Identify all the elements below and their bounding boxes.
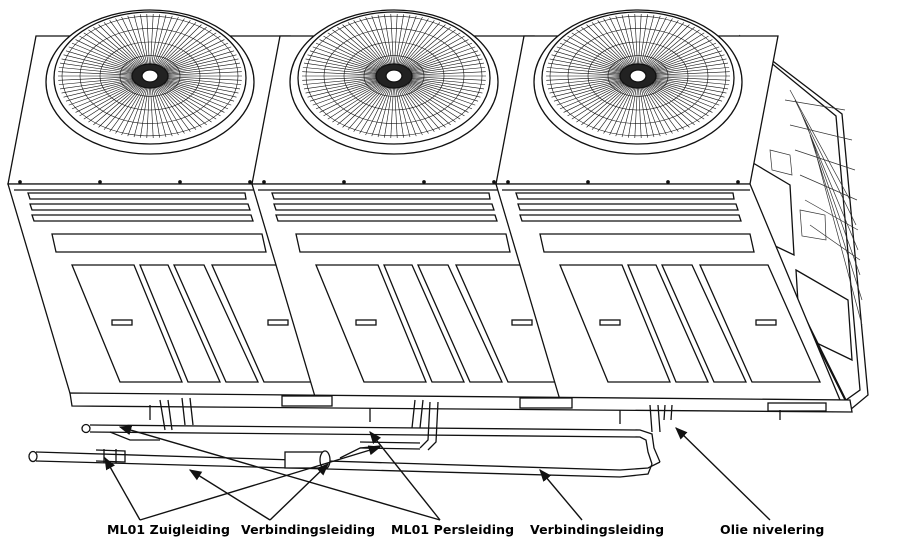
arrow-persleiding-b <box>369 431 441 521</box>
label-verbindingsleiding-2: Verbindingsleiding <box>530 522 665 537</box>
arrow-verbinding-2 <box>539 469 583 521</box>
arrow-verbinding-1a <box>188 469 271 521</box>
access-panel <box>315 264 427 383</box>
access-panel <box>71 264 183 383</box>
arrow-olie-nivelering <box>675 427 771 521</box>
label-ml01-zuigleiding: ML01 Zuigleiding <box>107 522 231 537</box>
arrow-verbinding-1b <box>269 463 329 521</box>
arrow-zuigleiding-a <box>104 456 141 521</box>
condensing-unit-3 <box>495 9 841 401</box>
fan-guard <box>302 14 486 138</box>
base-frame <box>69 392 853 424</box>
piping <box>28 397 673 478</box>
access-panel <box>383 264 466 383</box>
condensing-unit-1 <box>7 9 353 401</box>
fan-guard <box>546 14 730 138</box>
label-olie-nivelering: Olie nivelering <box>720 522 825 537</box>
arrow-persleiding-a <box>118 425 441 521</box>
access-panel <box>660 264 748 383</box>
units-group <box>7 9 841 401</box>
label-ml01-persleiding: ML01 Persleiding <box>391 522 515 537</box>
arrow-zuigleiding-b <box>139 445 382 521</box>
access-panel <box>559 264 671 383</box>
label-verbindingsleiding-1: Verbindingsleiding <box>241 522 376 537</box>
access-panel <box>627 264 710 383</box>
access-panel <box>139 264 222 383</box>
access-panel <box>416 264 504 383</box>
condensing-unit-2 <box>251 9 597 401</box>
access-panel <box>172 264 260 383</box>
fan-guard <box>58 14 242 138</box>
leader-arrows <box>104 425 771 521</box>
access-panel <box>698 264 822 383</box>
